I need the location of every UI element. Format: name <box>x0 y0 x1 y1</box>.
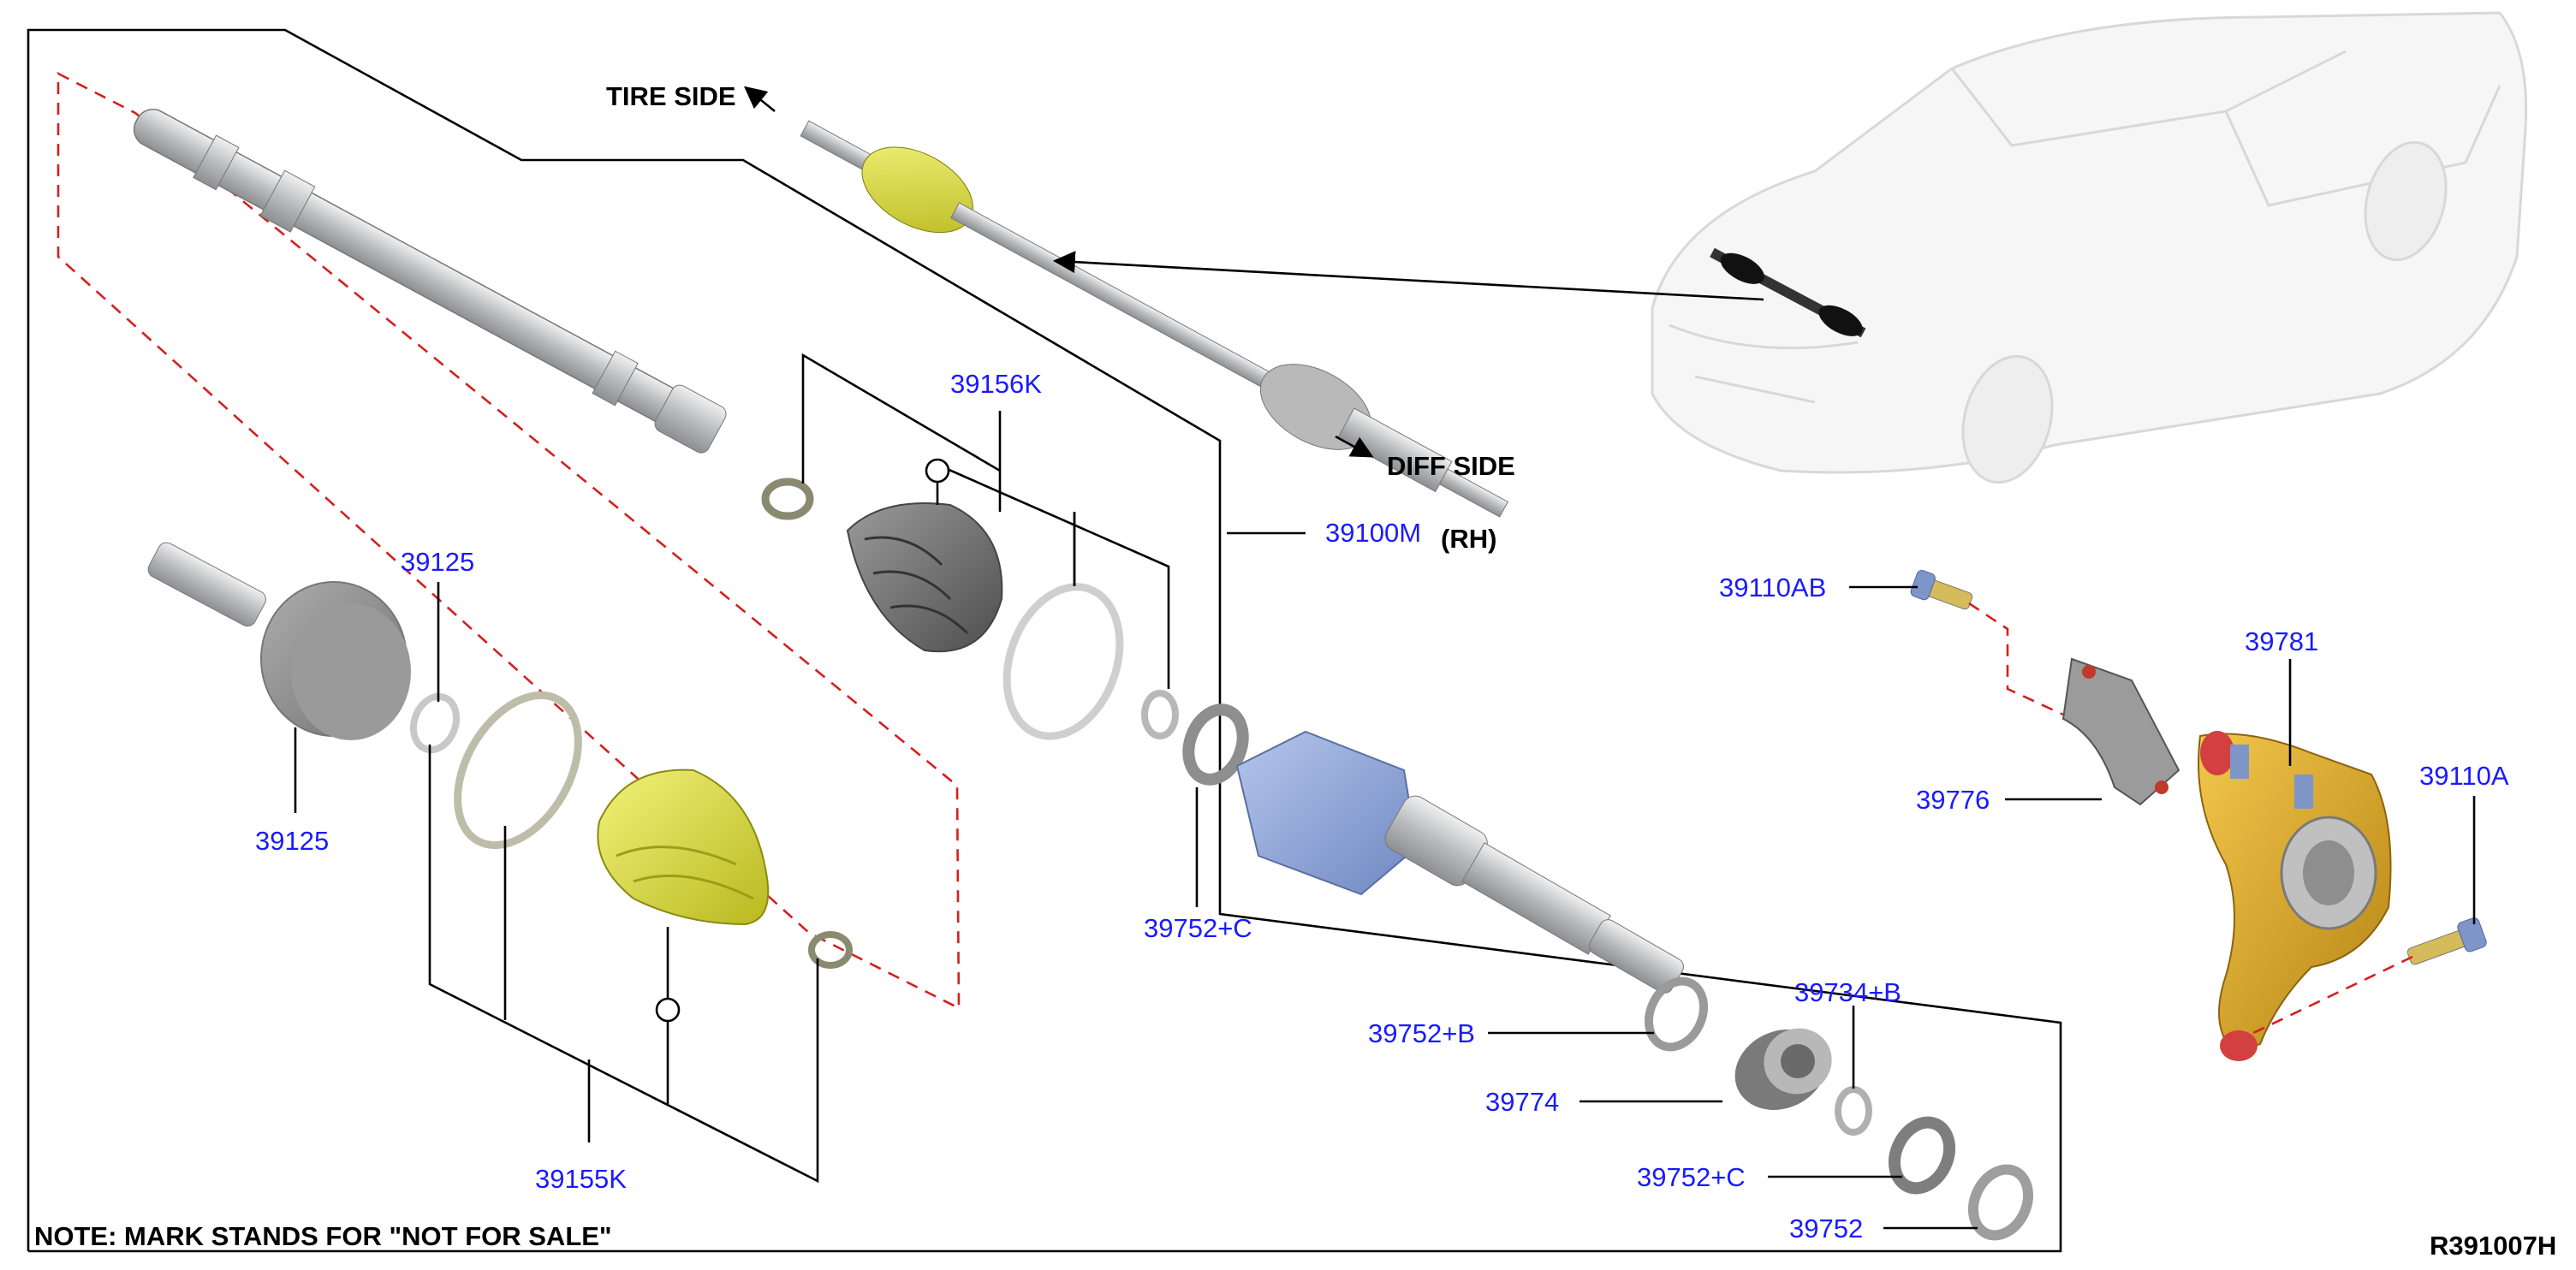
bolt-dashed-lower <box>2251 955 2413 1036</box>
part-39125-band-label[interactable]: 39125 <box>401 547 474 577</box>
part-39110ab-label[interactable]: 39110AB <box>1719 573 1826 602</box>
small-clamp-lower <box>808 931 853 969</box>
outer-cv-joint <box>147 542 411 740</box>
diff-side-label: DIFF SIDE <box>1387 451 1515 481</box>
part-39752c-upper-label[interactable]: 39752+C <box>1144 913 1252 943</box>
complete-driveshaft <box>800 120 1508 518</box>
bearing-shape <box>1734 1028 1832 1110</box>
part-39774-label[interactable]: 39774 <box>1485 1087 1559 1117</box>
clamp-upper <box>761 478 814 520</box>
small-ring-mid <box>1141 690 1179 739</box>
bolt-39110a-shape <box>2406 917 2487 965</box>
tire-side-arrow <box>743 86 776 113</box>
tire-side-label: TIRE SIDE <box>606 81 736 111</box>
vehicle-callout-line <box>1052 251 1764 301</box>
part-39752-label[interactable]: 39752 <box>1789 1214 1863 1243</box>
part-39100m-label[interactable]: 39100M <box>1325 518 1421 548</box>
diff-side-arrow <box>1335 435 1374 458</box>
knuckle-39781-shape <box>2198 731 2392 1061</box>
inner-joint-housing <box>1235 730 1419 896</box>
kit-region-dashed <box>57 71 961 1011</box>
part-39110a-label[interactable]: 39110A <box>2419 761 2509 791</box>
vehicle-illustration <box>1651 11 2528 484</box>
leader-lines <box>294 353 2476 1230</box>
band-39125-shape <box>409 692 461 754</box>
part-39776-label[interactable]: 39776 <box>1916 785 1990 815</box>
not-for-sale-mark-lower <box>655 997 681 1023</box>
large-clamp-lower <box>454 691 582 850</box>
part-39752c-lower-label[interactable]: 39752+C <box>1637 1162 1746 1192</box>
part-39156k-label[interactable]: 39156K <box>950 369 1042 399</box>
washer-shape <box>1967 1164 2034 1241</box>
large-band-ring <box>1002 583 1124 740</box>
bracket-39776-shape <box>2061 657 2180 806</box>
washer-c-upper-shape <box>1182 703 1249 786</box>
washer-b-shape <box>1644 976 1709 1052</box>
part-39125-joint-label[interactable]: 39125 <box>255 826 329 856</box>
bolt-dashed-upper <box>1968 602 2064 716</box>
assembly-outline <box>27 28 2062 1253</box>
reference-code: R391007H <box>2430 1231 2556 1261</box>
not-for-sale-note: NOTE: MARK STANDS FOR "NOT FOR SALE" <box>34 1221 612 1251</box>
intermediate-shaft <box>133 109 727 454</box>
part-39734b-label[interactable]: 39734+B <box>1794 977 1901 1007</box>
vehicle-shaft-mini <box>1710 247 1866 338</box>
washer-c-lower-shape <box>1888 1116 1956 1195</box>
rh-side-label: (RH) <box>1441 524 1496 554</box>
inner-boot-yellow <box>597 769 770 926</box>
part-39781-label[interactable]: 39781 <box>2245 626 2318 656</box>
inner-stub-shaft <box>1384 795 1684 994</box>
part-39155k-label[interactable]: 39155K <box>535 1164 627 1194</box>
bolt-39110ab-shape <box>1910 570 1973 610</box>
part-39752b-label[interactable]: 39752+B <box>1368 1018 1475 1048</box>
not-for-sale-mark-upper <box>925 458 950 484</box>
ring-b-shape <box>1835 1086 1872 1136</box>
outer-boot-dark <box>846 502 1003 653</box>
